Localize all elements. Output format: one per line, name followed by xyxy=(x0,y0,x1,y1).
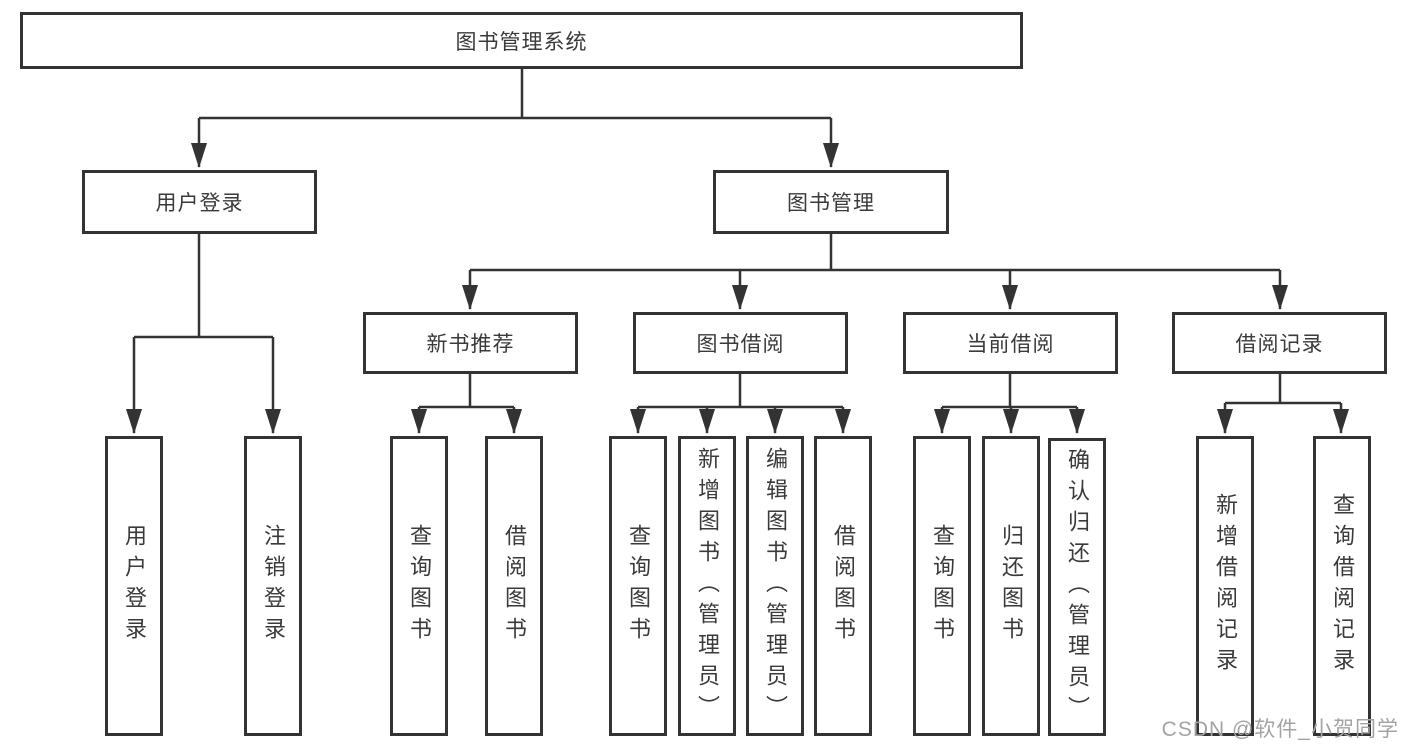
node-current-borrow: 当前借阅 xyxy=(903,312,1118,374)
leaf-query-borrow-record: 查询借阅记录 xyxy=(1313,436,1371,736)
node-new-book-recommend: 新书推荐 xyxy=(363,312,578,374)
leaf-current-query-books: 查询图书 xyxy=(913,436,971,736)
csdn-watermark: CSDN @软件_小贺同学 xyxy=(1161,718,1399,741)
leaf-recommend-query-books: 查询图书 xyxy=(390,436,448,736)
leaf-add-books-admin: 新增图书（管理员） xyxy=(678,436,736,736)
leaf-return-books: 归还图书 xyxy=(982,436,1040,736)
node-book-borrow: 图书借阅 xyxy=(633,312,848,374)
leaf-borrow-query-books: 查询图书 xyxy=(609,436,667,736)
leaf-recommend-borrow-books: 借阅图书 xyxy=(485,436,543,736)
leaf-logout: 注销登录 xyxy=(244,436,302,736)
node-library-system: 图书管理系统 xyxy=(20,12,1023,69)
node-borrow-records: 借阅记录 xyxy=(1172,312,1387,374)
node-book-management: 图书管理 xyxy=(713,170,949,234)
arrow-stems xyxy=(126,118,1349,434)
leaf-borrow-books: 借阅图书 xyxy=(814,436,872,736)
leaf-confirm-return-admin: 确认归还（管理员） xyxy=(1048,438,1106,736)
leaf-add-borrow-record: 新增借阅记录 xyxy=(1196,436,1254,736)
leaf-user-login: 用户登录 xyxy=(105,436,163,736)
leaf-edit-books-admin: 编辑图书（管理员） xyxy=(746,436,804,736)
node-user-login: 用户登录 xyxy=(82,170,317,234)
